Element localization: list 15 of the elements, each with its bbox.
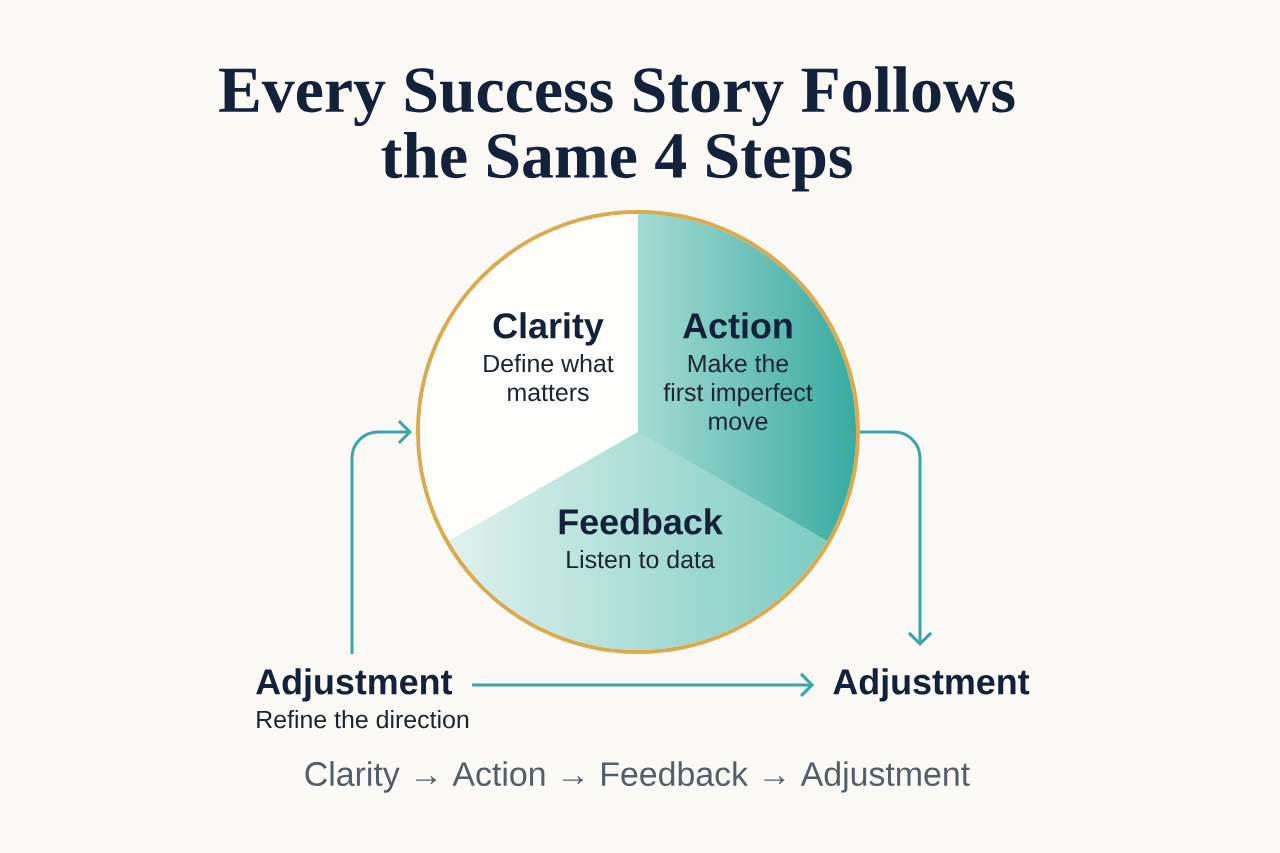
step-description: Define what matters bbox=[484, 354, 614, 402]
step-title: Feedback bbox=[559, 508, 723, 535]
circle bbox=[416, 210, 860, 654]
step-title: Adjustment bbox=[833, 668, 1030, 702]
arrow bbox=[860, 430, 933, 646]
step-description: Make the first imperfect move bbox=[663, 354, 813, 431]
arrow bbox=[350, 419, 412, 654]
step-description: Listen to data bbox=[567, 550, 715, 569]
summary-text: Clarity → Action → Feedback → Adjustment bbox=[305, 761, 970, 793]
step-title: Action bbox=[683, 312, 792, 339]
step-title: Adjustment bbox=[256, 668, 452, 702]
step-title: Clarity bbox=[493, 312, 604, 346]
step-description: Refine the direction bbox=[257, 710, 469, 729]
title: Every Success Story Follows the Same 4 Steps bbox=[219, 66, 1015, 192]
arrow bbox=[472, 672, 815, 697]
